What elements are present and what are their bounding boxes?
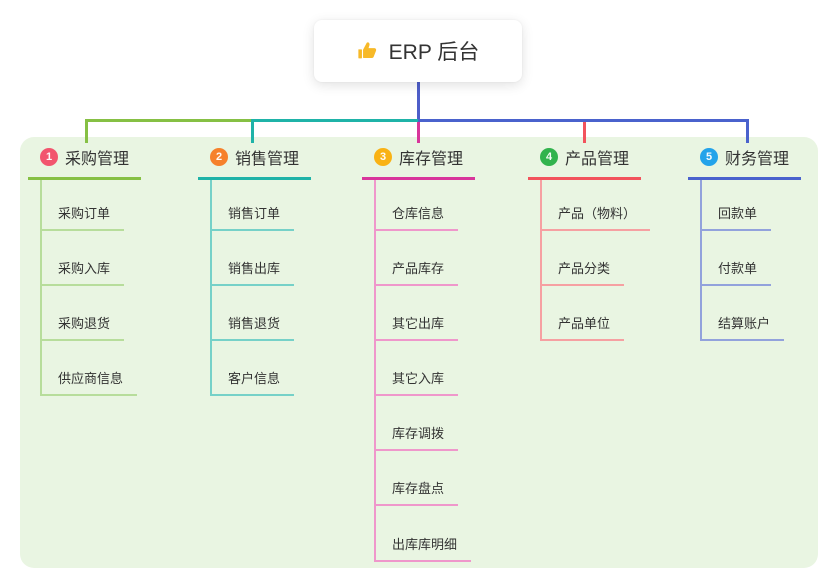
child-node[interactable]: 客户信息 xyxy=(210,370,295,396)
connector-bus-teal xyxy=(253,119,418,122)
connector-trunk-product xyxy=(540,180,542,341)
branch-node-inventory[interactable]: 3 库存管理 xyxy=(362,142,476,180)
thumbs-up-icon xyxy=(357,40,379,62)
root-node-erp-backend[interactable]: ERP 后台 xyxy=(314,20,522,82)
branch-node-finance[interactable]: 5 财务管理 xyxy=(688,142,802,180)
child-node[interactable]: 库存盘点 xyxy=(374,480,459,506)
child-node[interactable]: 采购订单 xyxy=(40,205,125,231)
branch-number-badge: 3 xyxy=(374,148,392,166)
child-node[interactable]: 出库库明细 xyxy=(374,536,472,562)
branch-label: 库存管理 xyxy=(399,151,464,168)
child-node[interactable]: 产品库存 xyxy=(374,260,459,286)
child-node[interactable]: 库存调拨 xyxy=(374,425,459,451)
connector-trunk-sales xyxy=(210,180,212,396)
connector-trunk-purchase xyxy=(40,180,42,396)
child-node[interactable]: 采购入库 xyxy=(40,260,125,286)
branch-node-product[interactable]: 4 产品管理 xyxy=(528,142,642,180)
branch-number-badge: 2 xyxy=(210,148,228,166)
child-node[interactable]: 销售出库 xyxy=(210,260,295,286)
connector-bus-green xyxy=(85,119,253,122)
branch-number-badge: 1 xyxy=(40,148,58,166)
child-node[interactable]: 仓库信息 xyxy=(374,205,459,231)
child-node[interactable]: 供应商信息 xyxy=(40,370,138,396)
branch-label: 财务管理 xyxy=(725,151,790,168)
branch-label: 销售管理 xyxy=(235,151,300,168)
connector-root-vertical xyxy=(417,82,420,120)
branch-number-badge: 4 xyxy=(540,148,558,166)
branch-node-purchase[interactable]: 1 采购管理 xyxy=(28,142,142,180)
branch-label: 采购管理 xyxy=(65,151,130,168)
child-node[interactable]: 回款单 xyxy=(700,205,772,231)
connector-drop-sales xyxy=(251,119,254,143)
connector-drop-inventory xyxy=(417,122,420,143)
connector-trunk-inventory xyxy=(374,180,376,562)
child-node[interactable]: 其它入库 xyxy=(374,370,459,396)
child-node[interactable]: 产品（物料） xyxy=(540,205,651,231)
child-node[interactable]: 销售订单 xyxy=(210,205,295,231)
branch-node-sales[interactable]: 2 销售管理 xyxy=(198,142,312,180)
connector-trunk-finance xyxy=(700,180,702,341)
connector-drop-finance xyxy=(746,119,749,143)
connector-drop-purchase xyxy=(85,119,88,143)
child-node[interactable]: 销售退货 xyxy=(210,315,295,341)
connector-bus-blue xyxy=(418,119,749,122)
child-node[interactable]: 产品分类 xyxy=(540,260,625,286)
branches-background-panel xyxy=(20,137,818,568)
branch-number-badge: 5 xyxy=(700,148,718,166)
connector-drop-product xyxy=(583,122,586,143)
child-node[interactable]: 其它出库 xyxy=(374,315,459,341)
child-node[interactable]: 付款单 xyxy=(700,260,772,286)
child-node[interactable]: 采购退货 xyxy=(40,315,125,341)
root-node-label: ERP 后台 xyxy=(388,41,480,64)
child-node[interactable]: 产品单位 xyxy=(540,315,625,341)
branch-label: 产品管理 xyxy=(565,151,630,168)
child-node[interactable]: 结算账户 xyxy=(700,315,785,341)
